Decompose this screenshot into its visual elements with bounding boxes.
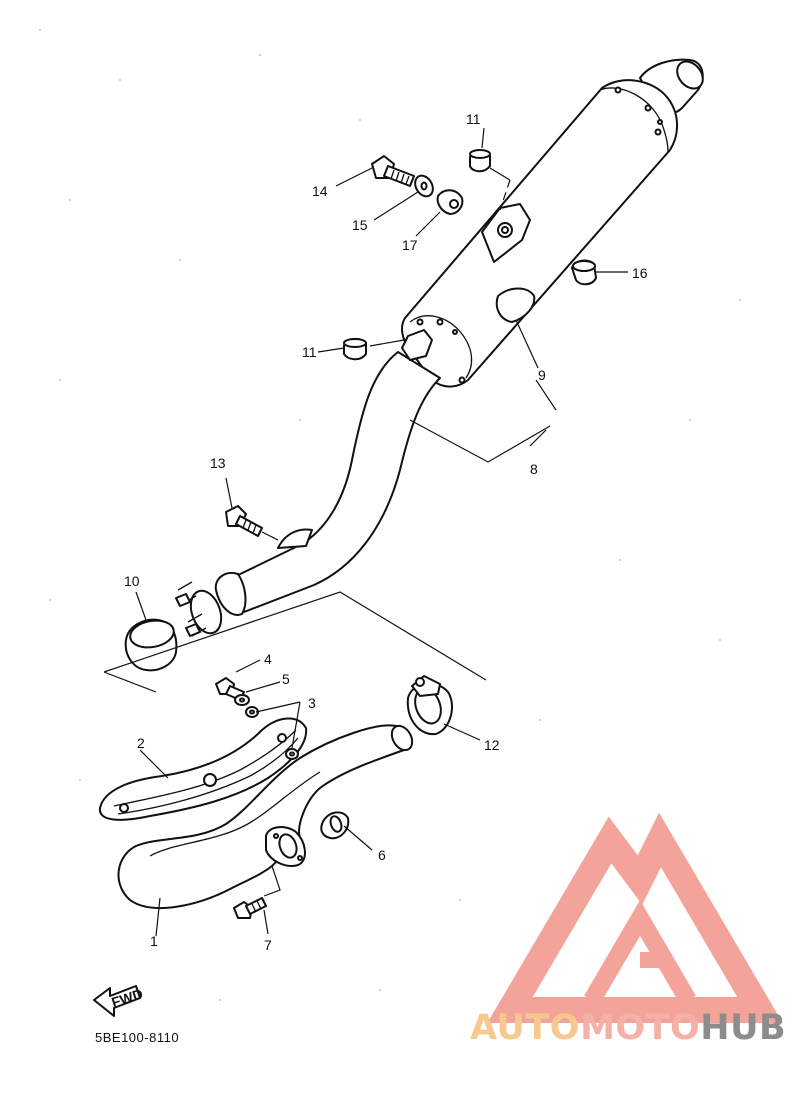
watermark-auto: AUTO: [470, 1008, 581, 1048]
bolt-13: [225, 505, 263, 537]
callout-4: 4: [264, 651, 272, 667]
callout-7: 7: [264, 937, 272, 953]
gasket-6: [320, 811, 350, 840]
watermark-text: AUTOMOTOHUB: [470, 1008, 786, 1048]
leader-lines: [135, 127, 628, 937]
callout-13: 13: [210, 455, 226, 471]
watermark-logo-icon: [487, 812, 783, 1023]
damper-11-mid: [343, 338, 367, 361]
washer-5: [234, 694, 250, 706]
exhaust-pipe: [117, 724, 414, 910]
muffler-inlet-pipe: [175, 329, 441, 637]
callout-5: 5: [282, 671, 290, 687]
callout-3: 3: [308, 695, 316, 711]
bolt-7: [233, 897, 267, 919]
callout-10: 10: [124, 573, 140, 589]
callout-16: 16: [632, 265, 648, 281]
assembly-boundary-upper: [103, 419, 551, 693]
callout-15: 15: [352, 217, 368, 233]
muffler-assembly: [401, 58, 704, 388]
callout-numbers: 1 2 3 4 5 6 7 8 9 10 11 11 12 13 14 15 1…: [124, 111, 648, 953]
callout-2: 2: [137, 735, 145, 751]
callout-11-top: 11: [466, 111, 481, 127]
collar-3: [245, 706, 299, 760]
callout-6: 6: [378, 847, 386, 863]
callout-11-mid: 11: [302, 344, 317, 360]
mount-hardware-top: [371, 149, 491, 215]
callout-9: 9: [538, 367, 546, 383]
clamp-12: [406, 675, 453, 736]
heat-protector: [98, 717, 308, 821]
diagram-code: 5BE100-8110: [95, 1030, 180, 1045]
callout-12: 12: [484, 737, 500, 753]
scan-specks: [39, 29, 741, 1001]
collar-16: [571, 259, 597, 286]
fwd-label: FWD: [110, 985, 145, 1010]
muffler-can: [401, 79, 678, 388]
watermark-hub: HUB: [700, 1008, 787, 1048]
watermark-moto: MOTO: [580, 1008, 701, 1048]
gasket-ring: [124, 618, 178, 672]
callout-14: 14: [312, 183, 328, 199]
fwd-arrow-icon: FWD: [93, 985, 145, 1017]
callout-8: 8: [530, 461, 538, 477]
callout-1: 1: [150, 933, 158, 949]
callout-17: 17: [402, 237, 418, 253]
muffler-packing-patch: [495, 287, 536, 323]
